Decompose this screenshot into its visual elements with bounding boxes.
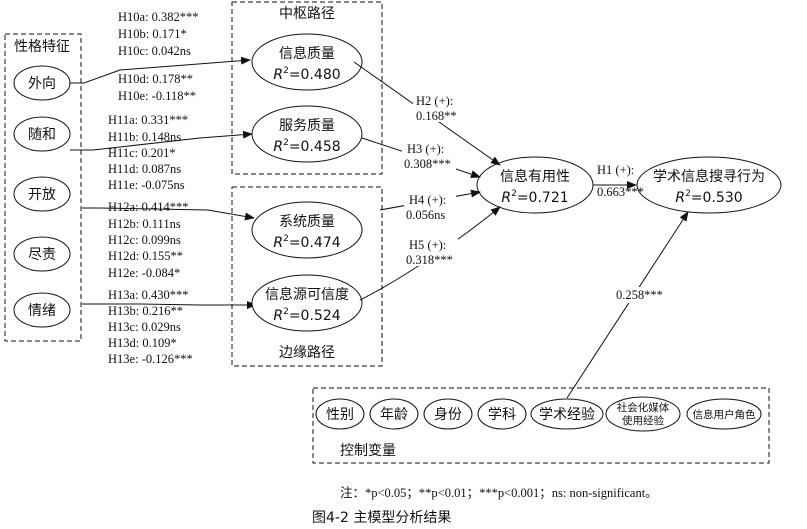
academic-search-behavior-node bbox=[636, 156, 782, 214]
control-gender-node bbox=[315, 398, 365, 430]
academic-search-behavior-r2: R2=0.530 bbox=[675, 189, 742, 206]
personality-title: 性格特征 bbox=[14, 39, 70, 55]
information-quality-r2: R2=0.480 bbox=[273, 66, 340, 83]
hypothesis-h12-label: H12d: 0.155** bbox=[108, 249, 183, 263]
control-user-role-label: 信息用户角色 bbox=[693, 408, 756, 421]
svg-text:0.663***: 0.663*** bbox=[597, 185, 644, 199]
source-credibility-node bbox=[251, 274, 363, 332]
hypothesis-h12-label: H12e: -0.084* bbox=[108, 266, 180, 280]
svg-text:0.168**: 0.168** bbox=[416, 109, 457, 123]
central-route-title: 中枢路径 bbox=[279, 6, 335, 22]
trait-neuroticism-label: 情绪 bbox=[28, 303, 56, 319]
trait-connector-line bbox=[70, 130, 253, 151]
hypothesis-h13-label: H13a: 0.430*** bbox=[108, 288, 189, 302]
trait-openness-node bbox=[13, 176, 71, 212]
personality-group-box bbox=[4, 33, 82, 342]
control-variables-title: 控制变量 bbox=[340, 443, 396, 459]
control-age-label: 年龄 bbox=[380, 407, 408, 423]
trait-conscientiousness-node bbox=[13, 236, 71, 272]
control-identity-node bbox=[423, 398, 473, 430]
hypothesis-h12-label: H12c: 0.099ns bbox=[108, 233, 181, 247]
h5-path-label: H5 (+): 0.318*** bbox=[404, 236, 458, 267]
h4-path-label: H4 (+): 0.056ns bbox=[404, 191, 456, 222]
hypothesis-h13-label: H13d: 0.109* bbox=[108, 336, 177, 350]
significance-note: 注：*p<0.05；**p<0.01；***p<0.001；ns: non-si… bbox=[340, 485, 658, 500]
trait-openness-label: 开放 bbox=[28, 187, 56, 203]
h3-path-label: H3 (+): 0.308*** bbox=[402, 140, 456, 171]
hypothesis-h12-label: H12a: 0.414*** bbox=[108, 200, 189, 214]
svg-text:0.258***: 0.258*** bbox=[616, 288, 663, 302]
hypothesis-h10-label: H10b: 0.171* bbox=[118, 27, 187, 41]
control-path-label: 0.258*** bbox=[614, 287, 666, 303]
information-quality-label: 信息质量 bbox=[279, 45, 335, 62]
trait-extraversion-label: 外向 bbox=[28, 76, 56, 92]
source-credibility-r2: R2=0.524 bbox=[273, 307, 340, 324]
service-quality-label: 服务质量 bbox=[279, 118, 335, 134]
service-quality-node bbox=[251, 105, 363, 163]
trait-neuroticism-node bbox=[13, 292, 71, 328]
hypothesis-h12-label: H12b: 0.111ns bbox=[108, 217, 181, 231]
control-path-arrow bbox=[566, 211, 689, 399]
information-usefulness-label: 信息有用性 bbox=[500, 168, 570, 185]
system-quality-node bbox=[251, 201, 363, 259]
control-academic-experience-label: 学术经验 bbox=[539, 407, 595, 423]
peripheral-route-title: 边缘路径 bbox=[279, 345, 335, 361]
central-route-box bbox=[231, 1, 383, 175]
hypothesis-h10-label: H10e: -0.118** bbox=[118, 89, 196, 103]
trait-connector-line bbox=[82, 207, 255, 221]
control-discipline-label: 学科 bbox=[488, 407, 516, 423]
hypothesis-h11-label: H11d: 0.087ns bbox=[108, 162, 181, 176]
trait-agreeableness-node bbox=[13, 116, 71, 152]
information-usefulness-r2: R2=0.721 bbox=[501, 189, 568, 206]
hypothesis-h11-label: H11a: 0.331*** bbox=[108, 113, 188, 127]
svg-text:H5 (+):: H5 (+): bbox=[409, 238, 446, 252]
control-social-media-label: 社会化媒体 bbox=[617, 401, 670, 414]
information-quality-node bbox=[251, 33, 363, 91]
figure-caption: 图4-2 主模型分析结果 bbox=[312, 510, 451, 526]
control-user-role-node bbox=[686, 398, 762, 430]
trait-conscientiousness-label: 尽责 bbox=[28, 247, 56, 263]
trait-connector-line bbox=[82, 301, 257, 309]
system-quality-label: 系统质量 bbox=[279, 214, 335, 230]
hypothesis-h10-label: H10a: 0.382*** bbox=[118, 10, 199, 24]
svg-text:0.318***: 0.318*** bbox=[406, 253, 453, 267]
service-quality-r2: R2=0.458 bbox=[273, 138, 340, 155]
control-variables-box bbox=[312, 387, 770, 464]
h2-path-label: H2 (+): 0.168** bbox=[413, 92, 463, 123]
control-age-node bbox=[369, 398, 419, 430]
hypothesis-h11-label: H11e: -0.075ns bbox=[108, 178, 185, 192]
hypothesis-h13-label: H13e: -0.126*** bbox=[108, 352, 193, 366]
control-social-media-node bbox=[605, 396, 681, 432]
hypothesis-h13-label: H13c: 0.029ns bbox=[108, 320, 181, 334]
control-social-media-label: 使用经验 bbox=[622, 414, 664, 427]
svg-text:H4 (+):: H4 (+): bbox=[409, 193, 446, 207]
source-credibility-label: 信息源可信度 bbox=[265, 286, 349, 303]
svg-text:H3 (+):: H3 (+): bbox=[407, 142, 444, 156]
svg-text:H1 (+):: H1 (+): bbox=[597, 163, 634, 177]
system-quality-r2: R2=0.474 bbox=[273, 234, 340, 251]
hypothesis-h11-label: H11b: 0.148ns bbox=[108, 130, 181, 144]
h1-path-label: H1 (+): 0.663*** bbox=[597, 163, 644, 199]
peripheral-route-box bbox=[231, 186, 383, 367]
control-identity-label: 身份 bbox=[434, 407, 462, 423]
control-academic-experience-node bbox=[530, 398, 604, 430]
svg-text:0.056ns: 0.056ns bbox=[406, 208, 445, 222]
hypothesis-h11-label: H11c: 0.201* bbox=[108, 146, 176, 160]
control-gender-label: 性别 bbox=[326, 407, 354, 423]
trait-agreeableness-label: 随和 bbox=[28, 127, 56, 143]
svg-text:0.308***: 0.308*** bbox=[404, 157, 451, 171]
trait-connector-line bbox=[70, 56, 251, 84]
hypothesis-h10-label: H10c: 0.042ns bbox=[118, 44, 191, 58]
hypothesis-h13-label: H13b: 0.216** bbox=[108, 304, 183, 318]
hypothesis-h10-label: H10d: 0.178** bbox=[118, 72, 193, 86]
academic-search-behavior-label: 学术信息搜寻行为 bbox=[653, 168, 765, 185]
svg-text:H2 (+):: H2 (+): bbox=[416, 94, 453, 108]
control-discipline-node bbox=[477, 398, 527, 430]
